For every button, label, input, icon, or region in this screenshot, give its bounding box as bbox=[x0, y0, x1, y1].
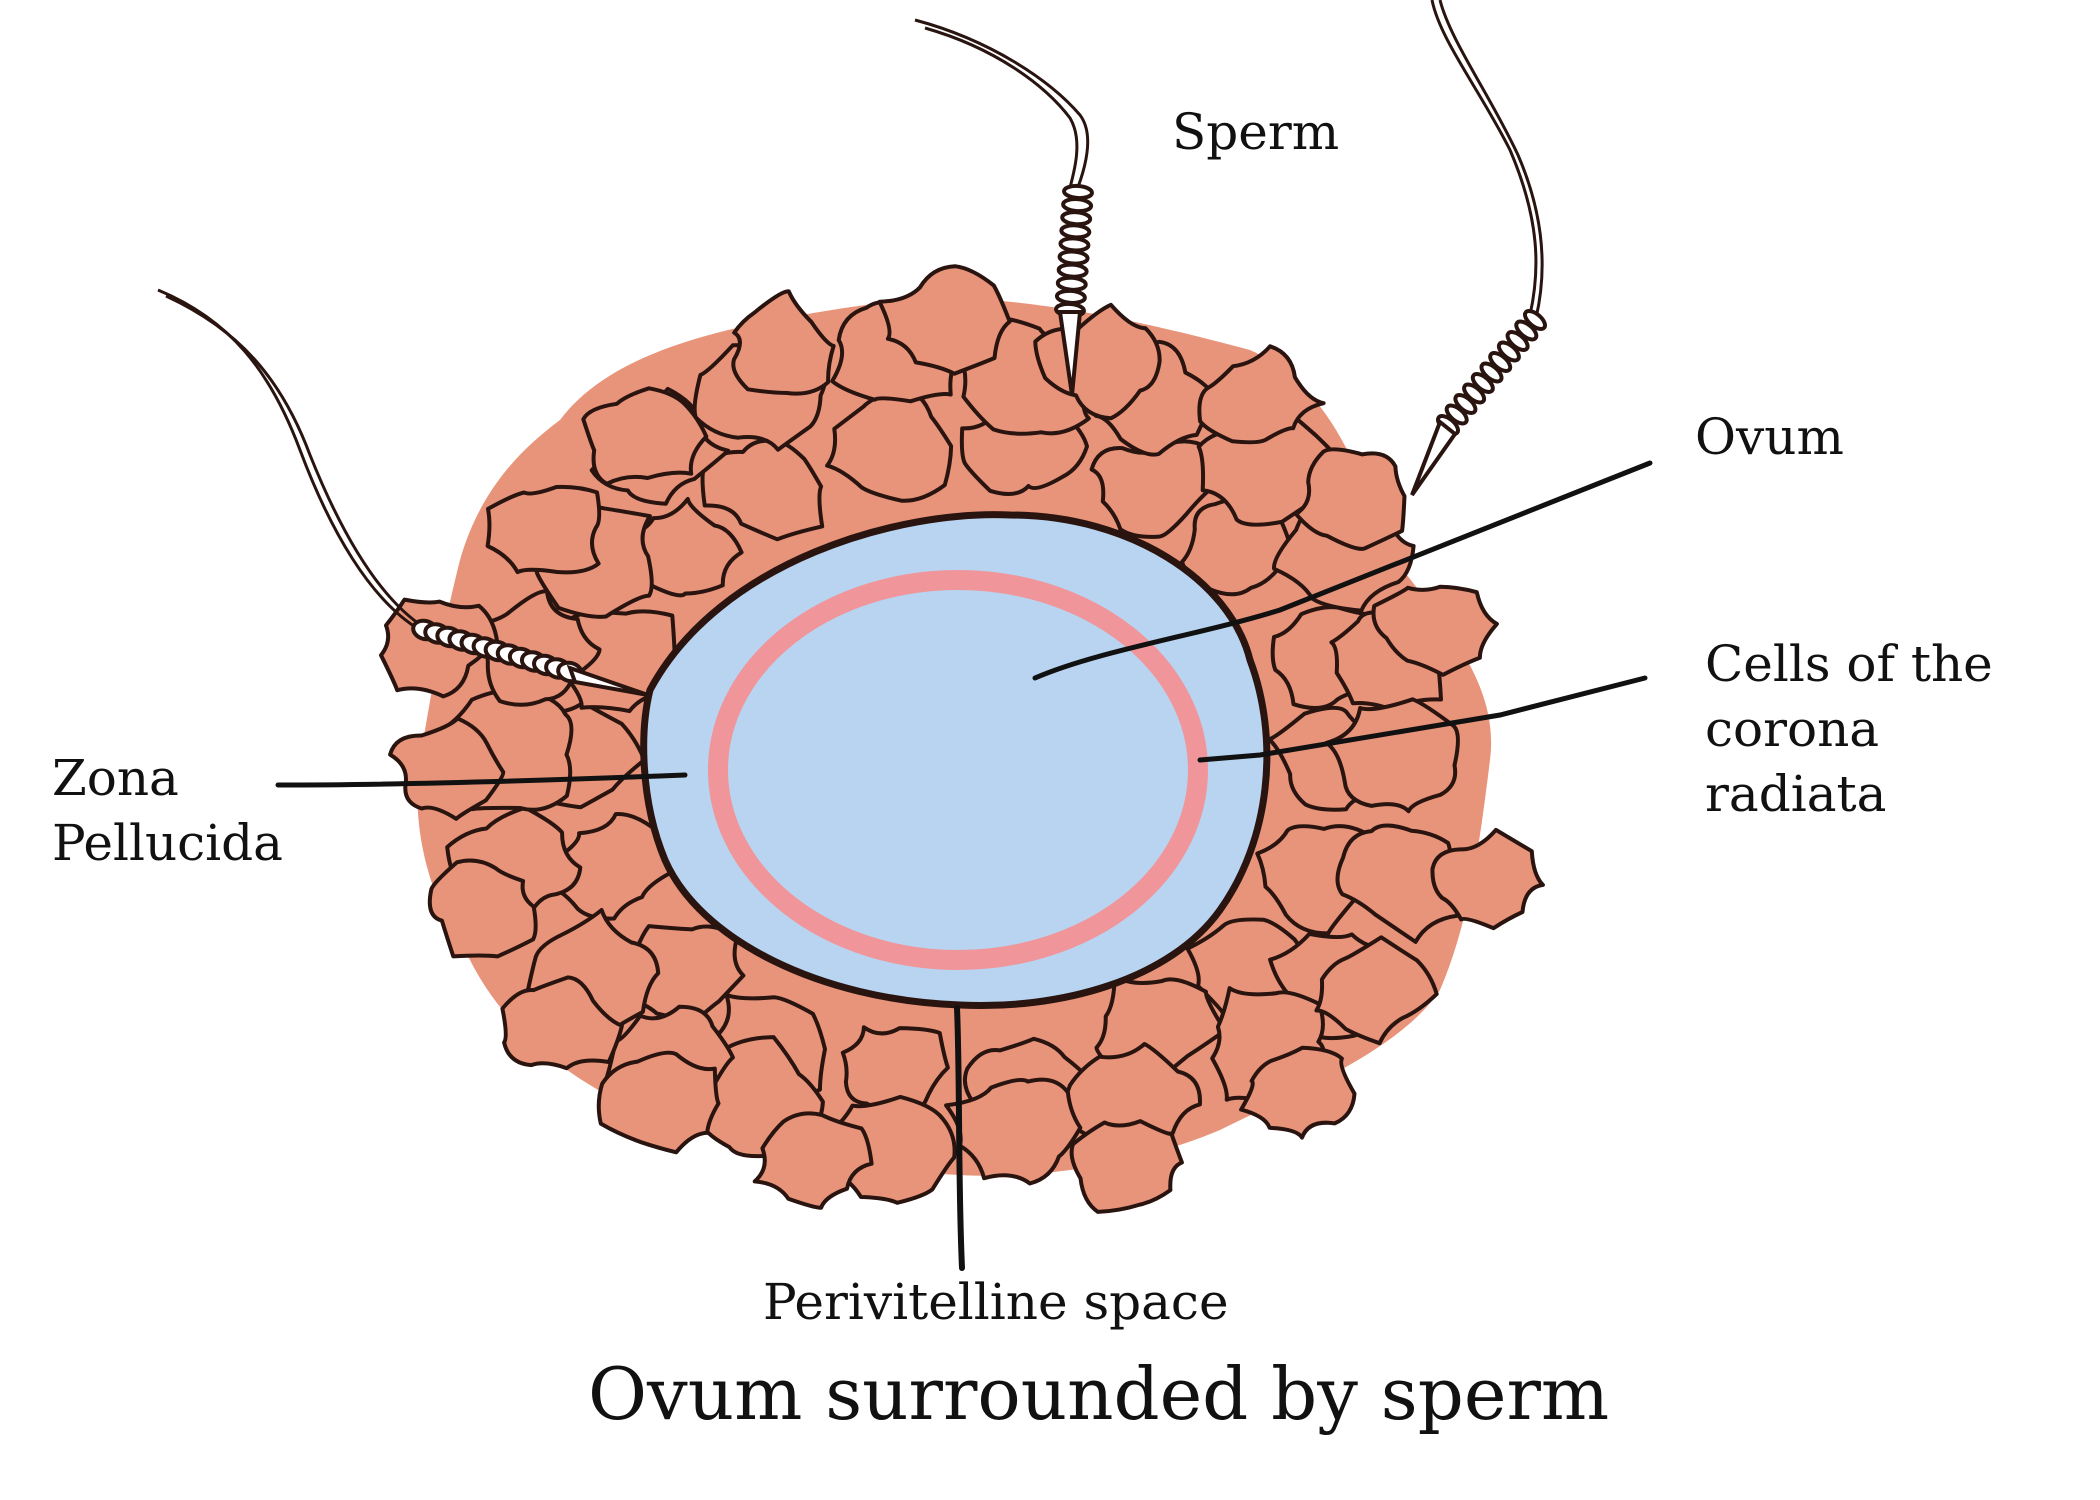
label-corona-line: radiata bbox=[1705, 765, 1887, 823]
sperm-coil bbox=[1061, 197, 1094, 214]
corona-cell bbox=[427, 858, 538, 959]
label-corona-radiata: Cells of the corona radiata bbox=[1705, 632, 1993, 827]
leader-line-perivitelline bbox=[954, 1005, 965, 1271]
label-perivitelline-space: Perivitelline space bbox=[763, 1273, 1229, 1331]
corona-cell bbox=[1294, 447, 1407, 551]
sperm-midpiece bbox=[1435, 309, 1548, 436]
corona-cell bbox=[1089, 439, 1215, 539]
label-zona-line: Zona bbox=[52, 749, 179, 807]
sperm-tail bbox=[157, 288, 421, 632]
sperm-head bbox=[1410, 418, 1458, 497]
sperm-head bbox=[566, 664, 649, 697]
corona-cell bbox=[877, 264, 1012, 376]
sperm-midpiece bbox=[1054, 183, 1094, 319]
sperm-coil bbox=[1060, 210, 1093, 227]
sperm bbox=[1410, 0, 1548, 497]
leader-line-corona bbox=[1197, 675, 1648, 763]
leader-line-zona bbox=[275, 772, 688, 788]
sperm-coil bbox=[1056, 262, 1089, 279]
diagram-title: Ovum surrounded by sperm bbox=[588, 1352, 1610, 1436]
label-corona-line: Cells of the bbox=[1705, 635, 1993, 693]
corona-cell bbox=[1239, 1045, 1357, 1140]
corona-cell bbox=[1335, 823, 1460, 944]
corona-cell bbox=[596, 1050, 721, 1155]
label-corona-line: corona bbox=[1705, 700, 1880, 758]
label-ovum: Ovum bbox=[1695, 408, 1844, 466]
sperm bbox=[157, 288, 649, 697]
corona-cell bbox=[1069, 1119, 1184, 1214]
sperm-tail bbox=[924, 26, 1079, 196]
corona-cell bbox=[1371, 584, 1499, 677]
sperm-head bbox=[1057, 310, 1083, 396]
corona-cell bbox=[1430, 827, 1545, 931]
corona-cell bbox=[1314, 935, 1439, 1046]
corona-cell bbox=[752, 1111, 874, 1210]
sperm-tail bbox=[1438, 0, 1544, 319]
label-zona-line: Pellucida bbox=[52, 814, 283, 872]
corona-cell bbox=[731, 289, 836, 396]
corona-cell bbox=[700, 438, 825, 542]
sperm-midpiece bbox=[411, 618, 584, 684]
label-zona-pellucida: Zona Pellucida bbox=[52, 746, 283, 876]
label-sperm: Sperm bbox=[1172, 103, 1340, 161]
sperm-coil bbox=[1062, 183, 1094, 201]
sperm-coil bbox=[1059, 223, 1092, 240]
sperm-coil bbox=[1058, 236, 1091, 253]
sperm-tail bbox=[165, 294, 426, 630]
sperm-coil bbox=[1057, 249, 1090, 266]
corona-cell bbox=[1197, 344, 1326, 445]
corona-cell bbox=[500, 975, 624, 1071]
sperm-tail bbox=[914, 18, 1090, 196]
sperm-coil bbox=[1054, 288, 1087, 305]
corona-cell bbox=[1255, 824, 1372, 936]
corona-cell bbox=[388, 716, 506, 821]
ovum-membrane bbox=[708, 570, 1208, 970]
corona-cell bbox=[581, 386, 709, 486]
sperm-tail bbox=[1430, 0, 1538, 316]
sperm bbox=[914, 18, 1094, 396]
corona-cell bbox=[485, 484, 602, 575]
leader-line-ovum bbox=[1032, 460, 1653, 681]
sperm-coil bbox=[1055, 275, 1088, 292]
